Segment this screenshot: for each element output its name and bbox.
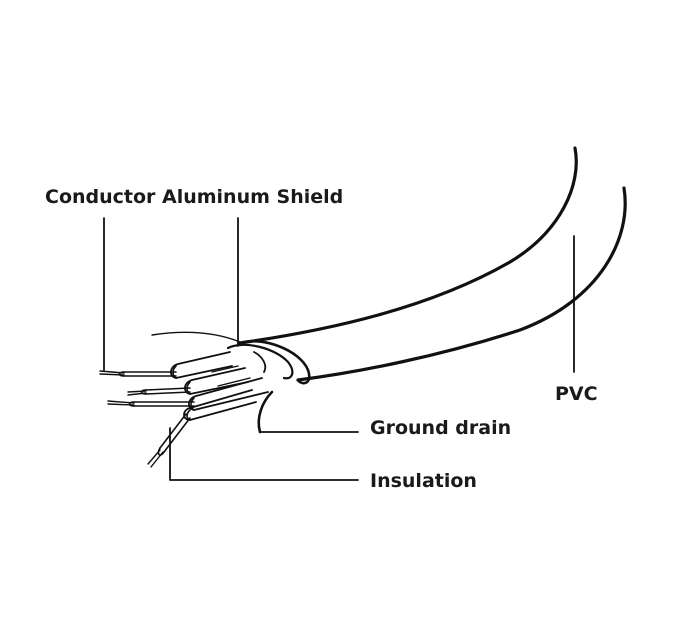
drain-filament <box>151 331 241 343</box>
ground-drain-wire <box>257 390 274 434</box>
leader-insulation <box>169 427 359 481</box>
label-pvc: PVC <box>555 383 598 405</box>
label-insulation: Insulation <box>370 470 477 492</box>
insulated-conductors <box>99 351 269 468</box>
label-ground-drain: Ground drain <box>370 417 511 439</box>
aluminum-shield <box>226 343 294 380</box>
pvc-jacket <box>238 146 627 385</box>
leader-lines <box>103 217 575 481</box>
label-aluminum-shield: Aluminum Shield <box>162 186 343 208</box>
label-conductor: Conductor <box>45 186 156 208</box>
